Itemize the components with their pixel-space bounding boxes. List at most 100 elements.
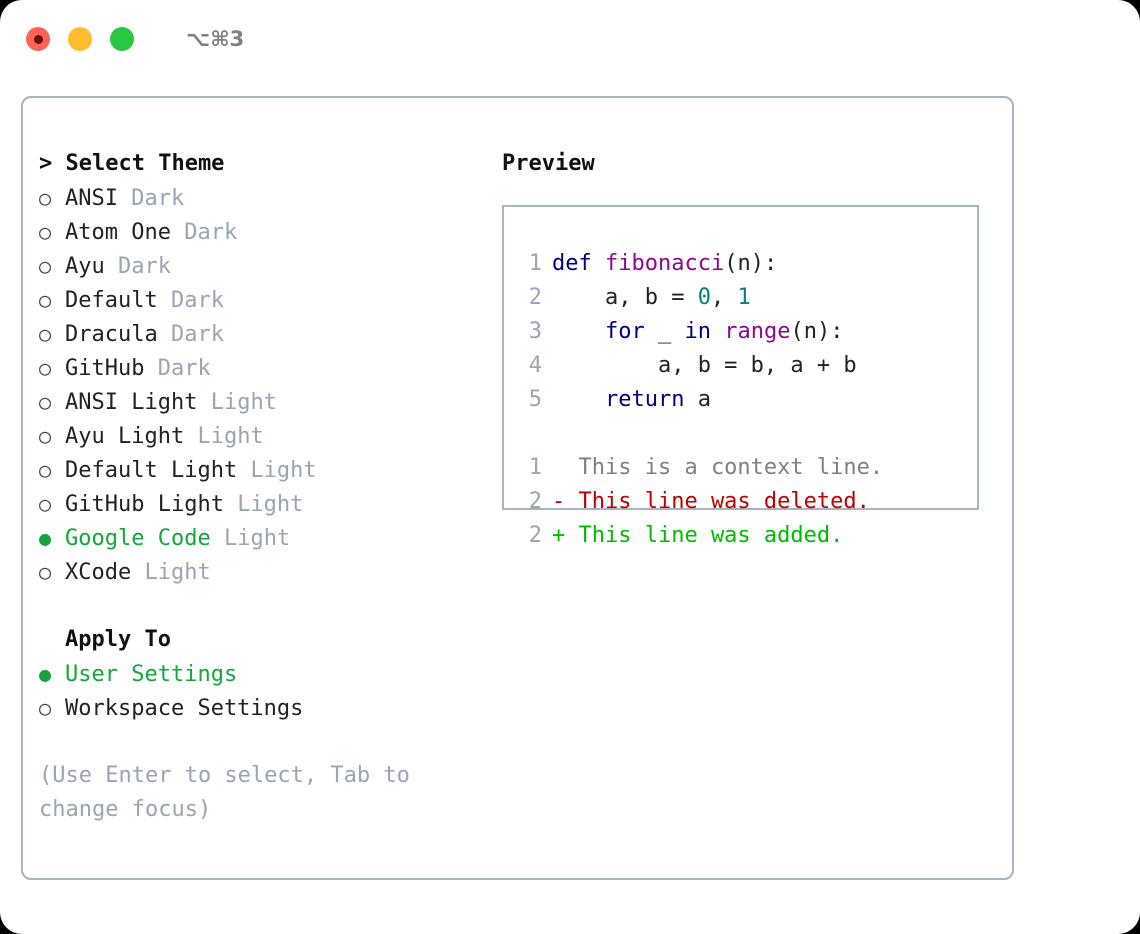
apply-to-option-label: Workspace Settings — [65, 696, 304, 721]
theme-option-label: GitHub Light — [65, 492, 238, 517]
code-token — [552, 319, 605, 344]
code-token: a, b = — [552, 285, 698, 310]
theme-option-label: XCode — [65, 560, 145, 585]
keyboard-hint: (Use Enter to select, Tab to change focu… — [39, 763, 424, 822]
radio-unselected-icon[interactable]: ○ — [39, 458, 52, 482]
line-number: 2 — [528, 489, 542, 514]
theme-option-kind: Dark — [117, 254, 171, 279]
theme-option-label: Atom One — [65, 220, 185, 245]
theme-option-ansi-light[interactable]: ○ ANSI Light Light — [39, 385, 489, 419]
theme-option-label: Dracula — [65, 322, 171, 347]
code-token: for — [604, 319, 645, 344]
theme-option-label: Google Code — [65, 526, 224, 551]
code-token — [592, 251, 605, 276]
theme-option-ansi[interactable]: ○ ANSI Dark — [39, 181, 489, 215]
code-token: (n): — [724, 251, 778, 276]
code-blank-line — [520, 417, 883, 451]
code-token — [552, 387, 605, 412]
theme-option-xcode[interactable]: ○ XCode Light — [39, 555, 489, 589]
theme-option-default-light[interactable]: ○ Default Light Light — [39, 453, 489, 487]
minimize-button[interactable] — [68, 27, 92, 51]
radio-unselected-icon[interactable]: ○ — [39, 186, 52, 210]
radio-unselected-icon[interactable]: ○ — [39, 254, 52, 278]
radio-unselected-icon[interactable]: ○ — [39, 220, 52, 244]
title-bar: ⌥⌘3 — [0, 0, 1140, 78]
radio-selected-icon[interactable]: ● — [39, 526, 52, 550]
radio-unselected-icon[interactable]: ○ — [39, 356, 52, 380]
theme-picker-panel: > Select Theme ○ANSI Dark○Atom One Dark○… — [39, 147, 489, 827]
radio-unselected-icon[interactable]: ○ — [39, 696, 52, 720]
code-token: a, b = b, a + b — [552, 353, 857, 378]
diff-line: 1 This is a context line. — [520, 451, 883, 485]
theme-option-kind: Dark — [157, 356, 211, 381]
apply-to-option-label: User Settings — [65, 662, 238, 687]
theme-option-github-light[interactable]: ○ GitHub Light Light — [39, 487, 489, 521]
theme-option-label: GitHub — [65, 356, 158, 381]
theme-option-kind: Light — [210, 390, 277, 415]
radio-unselected-icon[interactable]: ○ — [39, 560, 52, 584]
theme-option-kind: Light — [250, 458, 317, 483]
theme-option-label: ANSI Light — [65, 390, 211, 415]
code-line: 2 a, b = 0, 1 — [520, 281, 883, 315]
theme-option-google-code[interactable]: ● Google Code Light — [39, 521, 489, 555]
apply-to-list[interactable]: ● User Settings ○ Workspace Settings — [39, 657, 489, 725]
theme-option-kind: Dark — [170, 288, 224, 313]
theme-option-label: Default Light — [65, 458, 251, 483]
code-token: return — [604, 387, 685, 412]
code-token: , — [710, 285, 738, 310]
line-number: 2 — [528, 523, 542, 548]
radio-unselected-icon[interactable]: ○ — [39, 492, 52, 516]
theme-option-label: Ayu Light — [65, 424, 198, 449]
line-number: 3 — [528, 319, 542, 344]
theme-option-dracula[interactable]: ○Dracula Dark — [39, 317, 489, 351]
code-token — [711, 319, 724, 344]
theme-option-atom-one[interactable]: ○ Atom One Dark — [39, 215, 489, 249]
maximize-button[interactable] — [110, 27, 134, 51]
theme-option-ayu[interactable]: ○ Ayu Dark — [39, 249, 489, 283]
theme-option-label: Ayu — [65, 254, 118, 279]
apply-to-option-user-settings[interactable]: ● User Settings — [39, 657, 489, 691]
preview-title: Preview — [502, 151, 595, 176]
theme-list[interactable]: ○ ANSI Dark ○ Atom One Dark ○ Ayu Dark ○ Defaul… — [39, 181, 489, 589]
theme-option-default[interactable]: ○ Default Dark — [39, 283, 489, 317]
apply-to-title: Apply To — [39, 623, 489, 657]
line-number: 2 — [528, 285, 542, 310]
theme-option-kind: Light — [144, 560, 211, 585]
apply-to-option-workspace-settings[interactable]: ○ Workspace Settings — [39, 691, 489, 725]
code-token: _ — [644, 319, 685, 344]
keyboard-shortcut-label: ⌥⌘3 — [186, 27, 245, 51]
line-number: 5 — [528, 387, 542, 412]
theme-option-label: ANSI — [65, 186, 132, 211]
close-button[interactable] — [26, 27, 50, 51]
theme-option-ayu-light[interactable]: ○ Ayu Light Light — [39, 419, 489, 453]
apply-to-title-label: Apply To — [65, 627, 171, 652]
theme-option-kind: Dark — [184, 220, 238, 245]
diff-text: This is a context line. — [552, 455, 884, 480]
radio-unselected-icon[interactable]: ○ — [39, 322, 52, 346]
radio-selected-icon[interactable]: ● — [39, 662, 52, 686]
radio-unselected-icon[interactable]: ○ — [39, 390, 52, 414]
main-card: > Select Theme ○ANSI Dark○Atom One Dark○… — [21, 96, 1014, 880]
code-token: def — [552, 251, 592, 276]
theme-option-kind: Dark — [131, 186, 185, 211]
code-token: a — [684, 387, 711, 412]
theme-option-label: Default — [65, 288, 171, 313]
radio-unselected-icon[interactable]: ○ — [39, 288, 52, 312]
code-token: 1 — [737, 285, 751, 310]
line-number: 1 — [528, 251, 542, 276]
line-number: 1 — [528, 455, 542, 480]
theme-option-github[interactable]: ○ GitHub Dark — [39, 351, 489, 385]
diff-text: + This line was added. — [552, 523, 844, 548]
code-line: 3 for _ in range(n): — [520, 315, 883, 349]
diff-text: - This line was deleted. — [552, 489, 870, 514]
theme-option-kind: Light — [237, 492, 304, 517]
theme-option-kind: Light — [197, 424, 264, 449]
theme-picker-title: > Select Theme — [39, 151, 225, 176]
code-token: range — [724, 319, 791, 344]
radio-unselected-icon[interactable]: ○ — [39, 424, 52, 448]
list-spacer — [39, 589, 489, 623]
theme-option-kind: Light — [223, 526, 291, 551]
